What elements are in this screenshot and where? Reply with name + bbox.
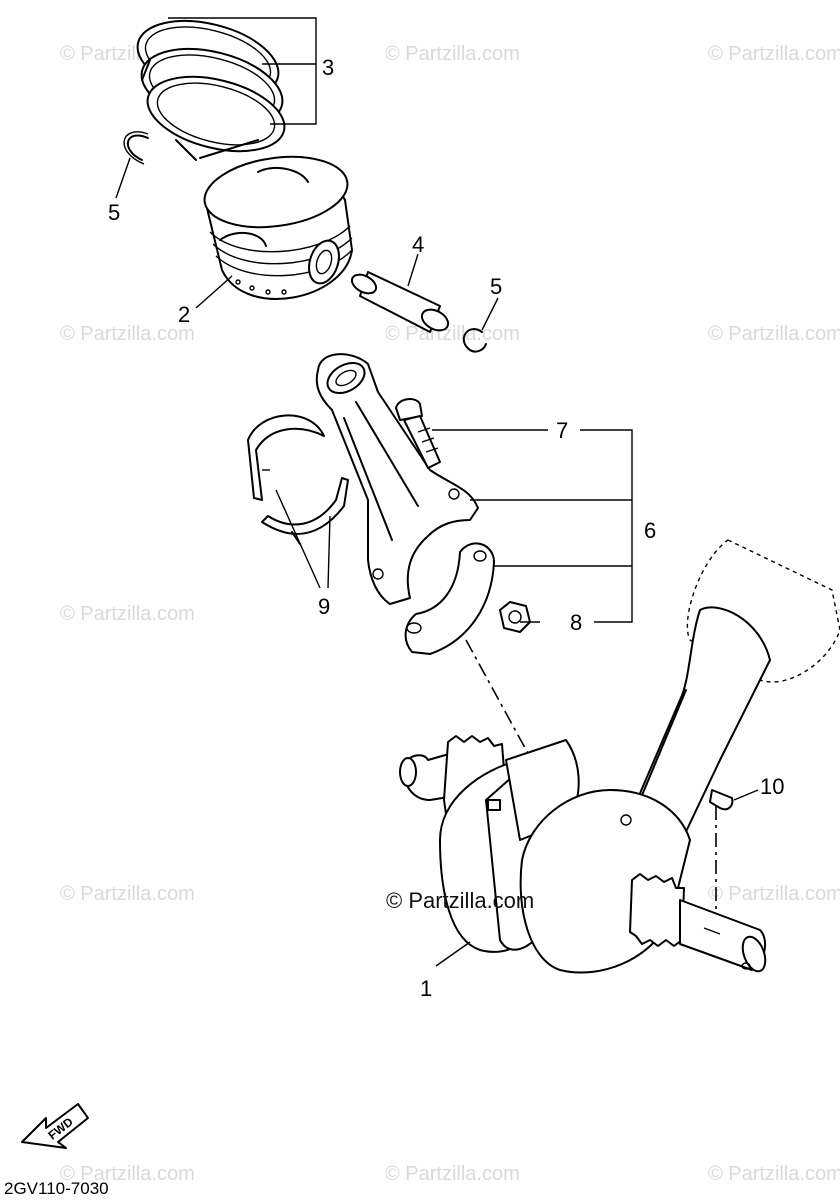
watermark: © Partzilla.com (708, 883, 840, 905)
diagram-code: 2GV110-7030 (4, 1179, 109, 1198)
callout-8: 8 (570, 610, 582, 635)
callout-5-right: 5 (490, 274, 502, 299)
callout-6: 6 (644, 518, 656, 543)
piston-pin-clip-upper[interactable] (123, 131, 149, 165)
crankshaft[interactable] (399, 735, 770, 974)
watermark: © Partzilla.com (60, 883, 195, 905)
watermark: © Partzilla.com (385, 323, 520, 345)
watermark: © Partzilla.com (385, 1163, 520, 1185)
callout-4: 4 (412, 232, 424, 257)
piston-ring-set[interactable] (129, 8, 292, 164)
callout-1: 1 (420, 976, 432, 1001)
connecting-rod[interactable] (315, 353, 479, 605)
watermark: © Partzilla.com (708, 323, 840, 345)
woodruff-key[interactable] (709, 789, 734, 811)
piston[interactable] (200, 148, 353, 300)
callout-2: 2 (178, 302, 190, 327)
watermark: © Partzilla.com (708, 1163, 840, 1185)
connecting-rod-bolt[interactable] (395, 398, 441, 469)
watermark: © Partzilla.com (60, 603, 195, 625)
watermark: © Partzilla.com (385, 43, 520, 65)
piston-pin[interactable] (349, 271, 452, 335)
callout-labels: 3 5 2 4 5 7 6 9 8 10 1 (108, 55, 784, 1001)
big-end-bearing-set[interactable] (247, 414, 349, 545)
callout-3: 3 (322, 55, 334, 80)
callout-10: 10 (760, 774, 784, 799)
leader-lines (115, 17, 759, 967)
watermark: © Partzilla.com (708, 43, 840, 65)
connecting-rod-nut[interactable] (499, 601, 531, 633)
watermark-center: © Partzilla.com (386, 888, 534, 913)
watermark: © Partzilla.com (60, 323, 195, 345)
piston-pin-clip-right[interactable] (462, 328, 487, 353)
callout-7: 7 (556, 418, 568, 443)
watermark: © Partzilla.com (60, 1163, 195, 1185)
callout-9: 9 (318, 594, 330, 619)
fwd-arrow-icon: FWD (21, 1103, 89, 1149)
phantom-piston-rod (619, 539, 840, 841)
connecting-rod-cap[interactable] (404, 542, 495, 655)
callout-5-upper: 5 (108, 200, 120, 225)
